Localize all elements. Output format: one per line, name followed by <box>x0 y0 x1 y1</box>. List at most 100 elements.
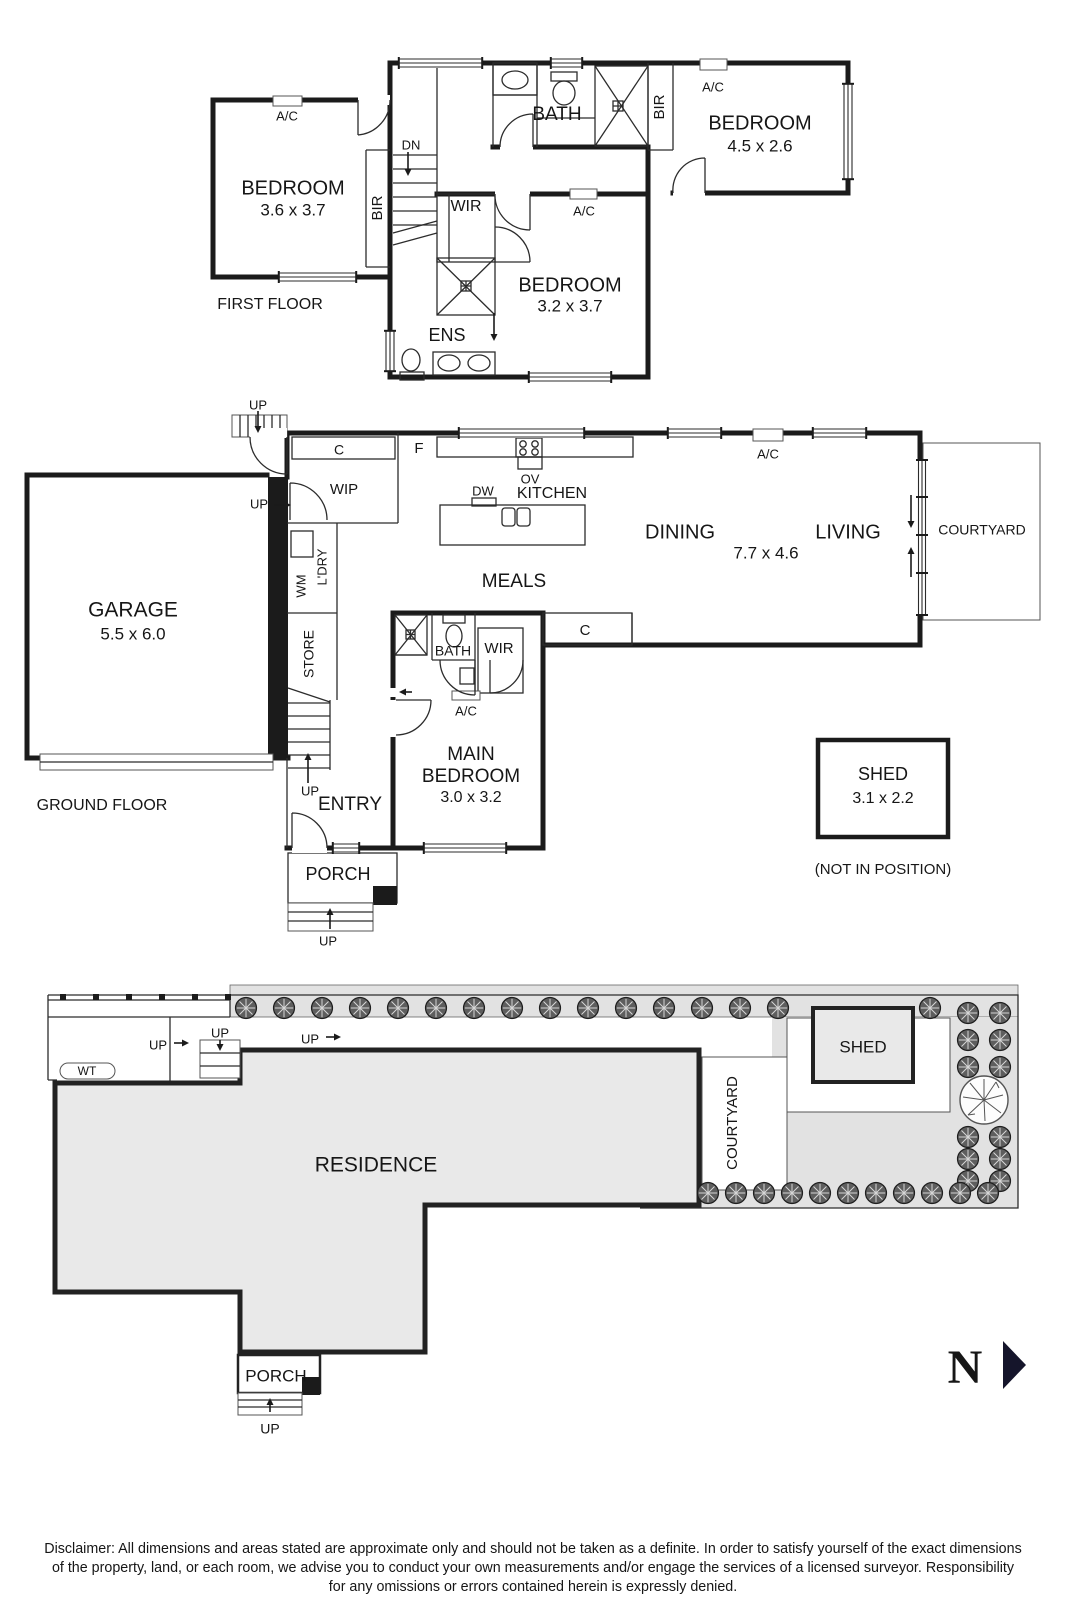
gf-cupboard-living <box>542 612 633 646</box>
arrow-head-icon <box>216 1044 224 1051</box>
ac-unit <box>569 188 598 200</box>
tree-icon <box>462 996 486 1020</box>
large-tree-icon <box>959 1075 1009 1125</box>
tree-icon <box>500 996 524 1020</box>
label-living: LIVING <box>815 521 881 543</box>
tree-icon <box>310 996 334 1020</box>
label-main-bedroom-1: MAIN <box>447 744 495 765</box>
tree-icon <box>956 1001 980 1025</box>
ground-floor-walls <box>24 430 923 851</box>
arrow-head-icon <box>304 753 312 760</box>
label-living-dims: 7.7 x 4.6 <box>733 543 798 562</box>
site-courtyard <box>701 1056 788 1191</box>
tree-icon <box>892 1181 916 1205</box>
label-shed-note: (NOT IN POSITION) <box>815 861 951 878</box>
label-wip: WIP <box>330 481 358 498</box>
label-ff-ac3: A/C <box>573 203 595 218</box>
label-gf-wir: WIR <box>484 640 513 657</box>
label-gf-courtyard: COURTYARD <box>938 522 1025 538</box>
tree-icon <box>956 1125 980 1149</box>
label-garage-dims: 5.5 x 6.0 <box>100 624 165 643</box>
tree-icon <box>988 1125 1012 1149</box>
label-up-path: UP <box>301 1031 319 1046</box>
label-ff-ac2: A/C <box>702 79 724 94</box>
tree-icon <box>424 996 448 1020</box>
label-up-mid: UP <box>250 496 268 511</box>
label-water-tank: WT <box>78 1064 97 1078</box>
tree-icon <box>576 996 600 1020</box>
arrow-head-icon <box>334 1033 341 1041</box>
label-ac-living: A/C <box>757 446 779 461</box>
label-site-porch: PORCH <box>245 1366 306 1385</box>
labels: BEDROOM 3.6 x 3.7 BEDROOM 4.5 x 2.6 BEDR… <box>37 79 1026 1594</box>
label-oven: OV <box>521 471 540 486</box>
label-ff-bedroom2-dims: 4.5 x 2.6 <box>727 136 792 155</box>
tree-icon <box>724 1181 748 1205</box>
arrow-head-icon <box>399 688 406 696</box>
label-ff-wir: WIR <box>450 198 481 215</box>
disclaimer-line1: Disclaimer: All dimensions and areas sta… <box>44 1541 1022 1557</box>
tree-icon <box>690 996 714 1020</box>
fence-lines <box>48 995 231 1083</box>
label-ff-bir-right: BIR <box>651 94 668 119</box>
tree-icon <box>956 1147 980 1171</box>
label-residence: RESIDENCE <box>315 1154 438 1177</box>
gf-cupboard-top <box>291 436 396 460</box>
label-main-bedroom-2: BEDROOM <box>422 766 520 787</box>
arrow-head-icon <box>326 908 334 915</box>
tree-icon <box>234 996 258 1020</box>
ac-unit <box>272 95 303 107</box>
arrow-head-icon <box>266 1398 274 1405</box>
label-ff-ac1: A/C <box>276 108 298 123</box>
tree-icon <box>386 996 410 1020</box>
label-dining: DINING <box>645 521 715 543</box>
tree-icon <box>956 1055 980 1079</box>
stair-break-line <box>392 220 438 246</box>
label-laundry: L'DRY <box>314 548 329 585</box>
fence-posts <box>60 994 231 1000</box>
tree-icon <box>918 996 942 1020</box>
label-ff-dn: DN <box>402 137 421 152</box>
tree-icon <box>348 996 372 1020</box>
ac-unit <box>699 58 728 71</box>
label-gf-bath: BATH <box>435 643 471 659</box>
arrow-head-icon <box>254 426 262 433</box>
label-site-up-porch: UP <box>260 1421 279 1437</box>
porch-pier <box>302 1377 320 1395</box>
label-garage: GARAGE <box>88 599 178 622</box>
label-up-top: UP <box>249 397 267 412</box>
label-wm: WM <box>293 574 308 597</box>
north-label: N <box>948 1341 983 1394</box>
direction-arrows <box>174 152 915 1412</box>
tree-icon <box>696 1181 720 1205</box>
site-shed <box>811 1006 915 1084</box>
label-ff-bedroom3-dims: 3.2 x 3.7 <box>537 296 602 315</box>
kitchen-fixtures <box>436 436 634 546</box>
label-main-bedroom-dims: 3.0 x 3.2 <box>440 789 501 806</box>
label-meals: MEALS <box>482 571 546 592</box>
porch-pier <box>373 886 397 905</box>
fence-post <box>126 994 132 1000</box>
arrow-head-icon <box>284 501 291 509</box>
arrow-head-icon <box>907 521 915 528</box>
tree-icon <box>864 1181 888 1205</box>
first-floor-plan <box>210 58 851 381</box>
tree-icon <box>752 1181 776 1205</box>
lot-boundary <box>47 994 1019 1209</box>
windows <box>277 57 928 854</box>
label-cupboard-living: C <box>580 622 591 639</box>
gf-doors <box>249 436 524 849</box>
label-ff-bath: BATH <box>532 104 581 125</box>
label-gf-shed-dims: 3.1 x 2.2 <box>852 790 913 807</box>
label-up-drive: UP <box>149 1037 167 1052</box>
arrow-head-icon <box>182 1039 189 1047</box>
tree-icon <box>766 996 790 1020</box>
tree-icon <box>728 996 752 1020</box>
ff-bath-fixtures <box>492 62 649 147</box>
arrow-head-icon <box>404 169 412 176</box>
disclaimer-line2: of the property, land, or each room, we … <box>52 1560 1015 1576</box>
arrow-head-icon <box>907 547 915 554</box>
ac-unit <box>451 690 481 701</box>
